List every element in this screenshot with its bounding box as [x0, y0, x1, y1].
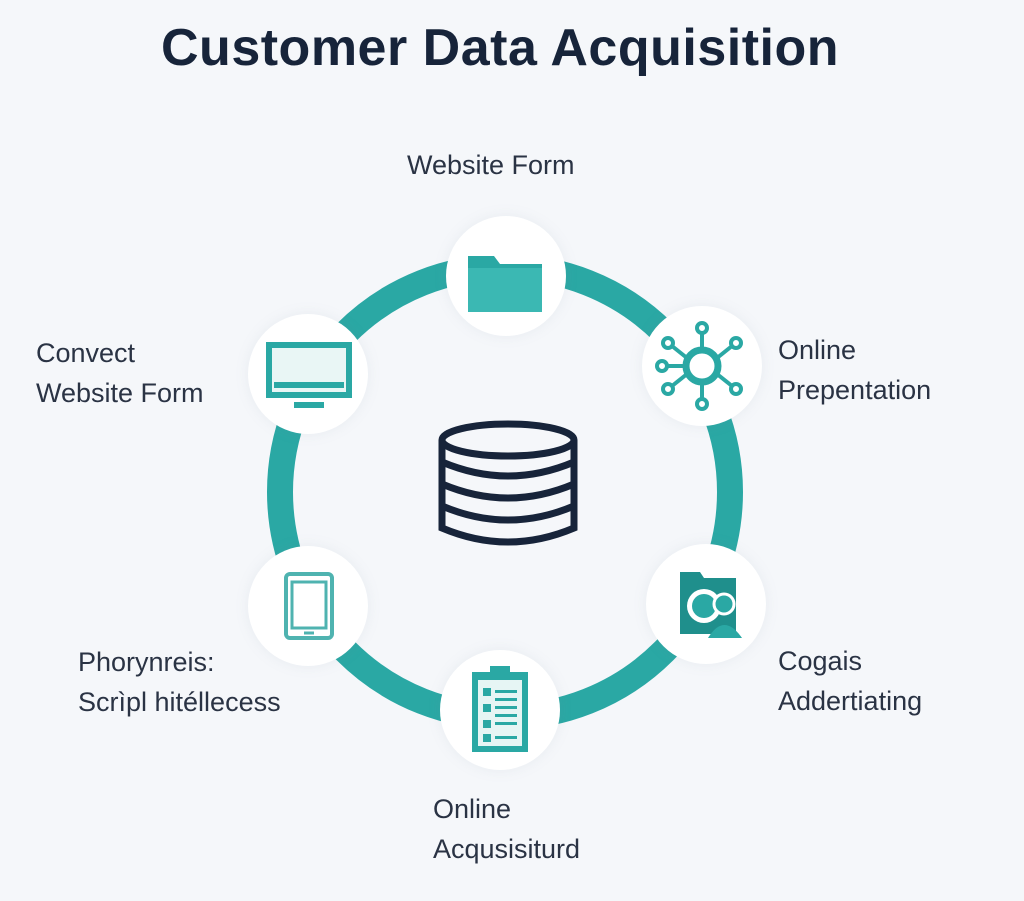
- monitor-icon: [266, 342, 352, 408]
- node-cogais-addertiating: [646, 544, 766, 664]
- node-label-website-form: Website Form: [407, 150, 575, 180]
- node-convect-website-form: [248, 314, 368, 434]
- diagram-title: Customer Data Acquisition: [161, 19, 839, 77]
- user-folder-icon: [680, 572, 742, 638]
- node-website-form: [446, 216, 566, 336]
- database-icon: [438, 420, 578, 546]
- node-online-prepentation: [642, 306, 762, 426]
- node-label-convect-website-form: Convect Website Form: [36, 338, 204, 408]
- node-phorynreis: [248, 546, 368, 666]
- node-label-phorynreis: Phorynreis: Scrìpl hitéllecess: [78, 647, 281, 717]
- folder-icon: [468, 256, 542, 312]
- node-label-online-acqusisiturd: Online Acqusisiturd: [433, 794, 581, 864]
- node-label-online-prepentation: Online Prepentation: [778, 335, 932, 405]
- node-online-acqusisiturd: [440, 650, 560, 770]
- clipboard-checklist-icon: [472, 666, 528, 752]
- tablet-icon: [284, 572, 334, 640]
- node-label-cogais-addertiating: Cogais Addertiating: [778, 646, 923, 716]
- network-hub-icon: [655, 321, 743, 411]
